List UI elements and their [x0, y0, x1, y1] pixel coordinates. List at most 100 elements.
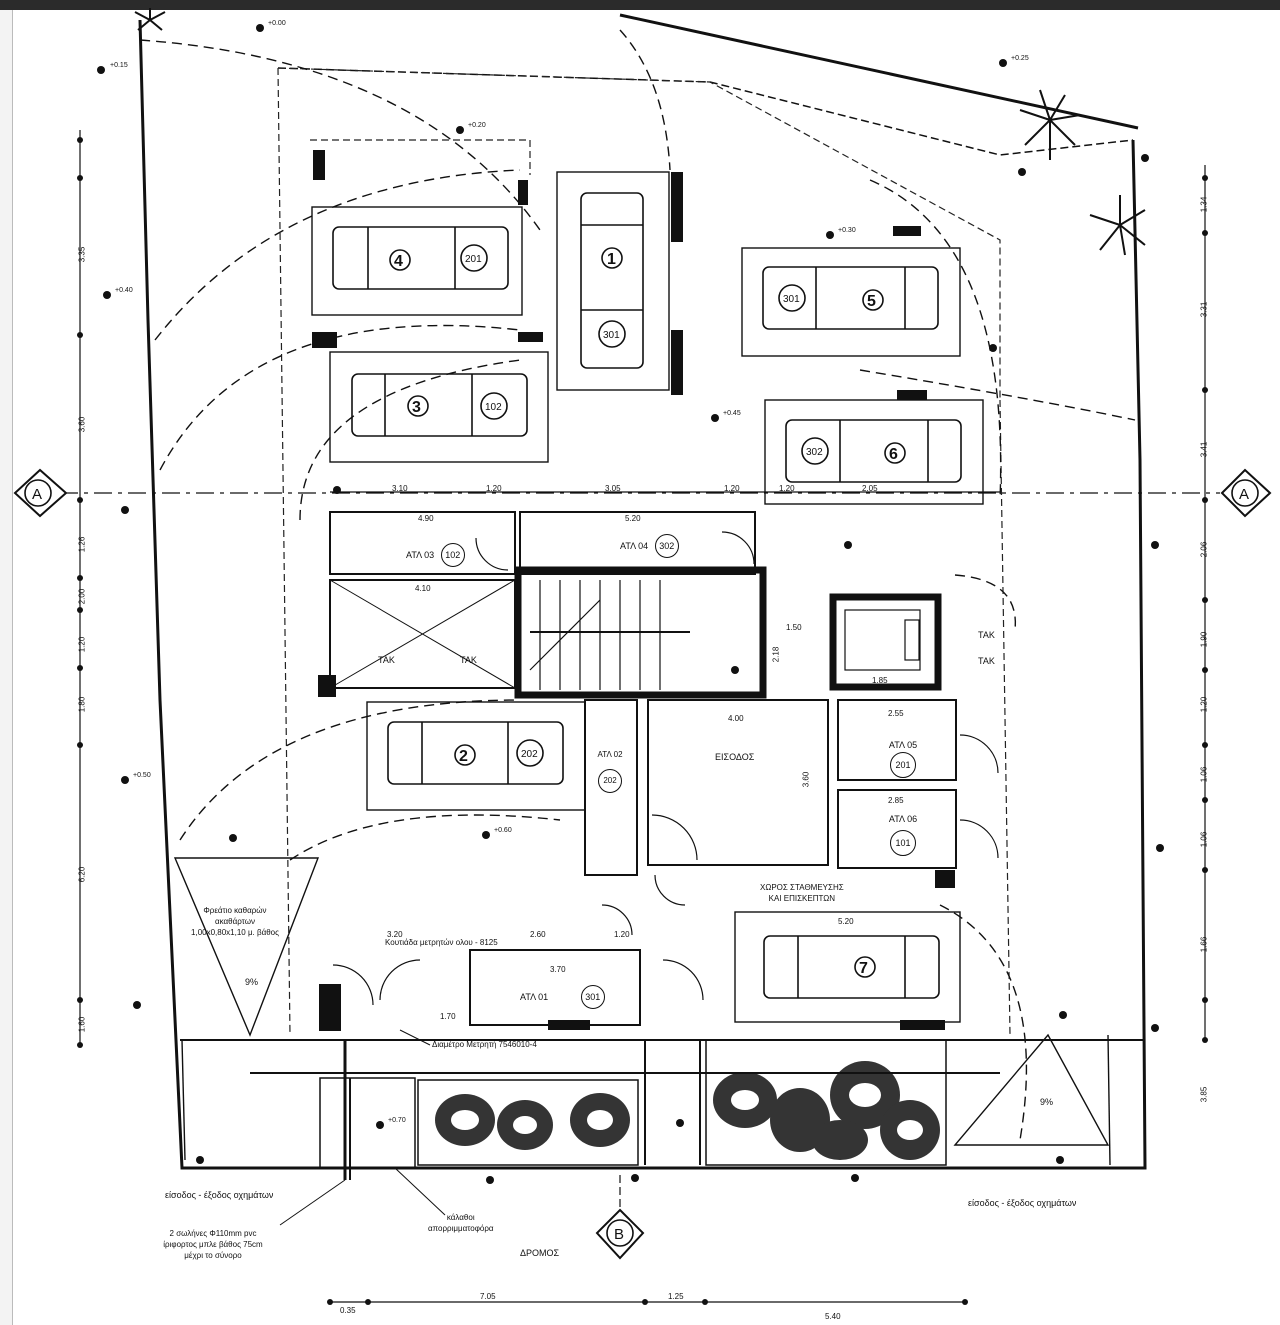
- section-b-label: B: [614, 1226, 624, 1243]
- plot-boundary: [138, 13, 1147, 1170]
- dim-right-5: 1.90: [1199, 631, 1209, 648]
- room-atl06-code: 101: [890, 830, 916, 856]
- dim-mid-3: 4.10: [415, 584, 431, 593]
- dim-top-1: 3.10: [392, 484, 408, 493]
- car-4: [332, 226, 509, 290]
- dim-left-1: 3.35: [77, 246, 87, 263]
- section-line-b: [595, 1175, 645, 1260]
- dim-bottom-4: 5.40: [825, 1312, 841, 1321]
- ramp-left-slope: 9%: [245, 977, 258, 987]
- shrubs: [435, 1061, 940, 1160]
- pipes-line-1: 2 σωλήνες Φ110mm pvc: [169, 1229, 257, 1238]
- bins-line-1: κάλαθοι: [446, 1213, 475, 1222]
- dim-right-2: 3.31: [1199, 301, 1209, 318]
- dim-left-5: 1.20: [77, 636, 87, 653]
- car-3-number: 3: [412, 399, 421, 416]
- dim-mid-7: 4.00: [728, 714, 744, 723]
- car-6-code: 302: [806, 447, 823, 458]
- room-atl05-code: 201: [890, 752, 916, 778]
- palm-trees: [134, 8, 1146, 256]
- room-atl06-label: ΑΤΛ 06: [888, 814, 918, 824]
- waste-pit-line-3: 1,00x0,80x1,10 μ. βάθος: [191, 928, 279, 937]
- level-markers: [97, 24, 1164, 1184]
- dim-left-4: 2.00: [77, 588, 87, 605]
- car-5: [762, 266, 939, 330]
- pipes-note: 2 σωλήνες Φ110mm pvc ίριφορτος μπλε βάθο…: [148, 1228, 278, 1261]
- dim-mid-11: 3.20: [387, 930, 403, 939]
- car-4-code: 201: [465, 254, 482, 265]
- level-3: +0.20: [468, 122, 486, 129]
- room-atl05: ΑΤΛ 05 201: [880, 740, 926, 778]
- level-1: +0.00: [268, 20, 286, 27]
- dim-mid-9: 2.85: [888, 796, 904, 805]
- room-atl05-label: ΑΤΛ 05: [888, 740, 918, 750]
- level-2: +0.15: [110, 62, 128, 69]
- level-5: +0.30: [838, 227, 856, 234]
- dim-mid-2: 5.20: [625, 514, 641, 523]
- room-atl02-code: 202: [598, 769, 622, 793]
- room-entrance: ΕΙΣΟΔΟΣ: [715, 752, 755, 762]
- car-6: [785, 419, 962, 483]
- pipes-line-2: ίριφορτος μπλε βάθος 75cm: [163, 1240, 263, 1249]
- car-5-number: 5: [867, 293, 876, 310]
- leader-lines: [279, 1029, 446, 1226]
- dim-right-3: 3.41: [1199, 441, 1209, 458]
- meter-diameter-note: Διαμέτρο Μετρητή 7546010-4: [432, 1040, 537, 1049]
- dim-top-4: 1.20: [724, 484, 740, 493]
- dim-right-7: 1.06: [1199, 766, 1209, 783]
- dim-right-8: 1.06: [1199, 831, 1209, 848]
- shrub-highlights: [451, 1083, 923, 1140]
- vehicle-exit-right: είσοδος - έξοδος οχημάτων: [968, 1198, 1077, 1208]
- tak-tag-2: ΤΑΚ: [460, 655, 477, 665]
- tak-tag-3: ΤΑΚ: [978, 630, 995, 640]
- ramps: [173, 857, 1111, 1166]
- waste-pit-note: Φρεάτιο καθαρών ακαθάρτων 1,00x0,80x1,10…: [160, 905, 310, 938]
- structural-columns: [312, 150, 955, 1030]
- level-4: +0.25: [1011, 55, 1029, 62]
- tak-tag-1: ΤΑΚ: [378, 655, 395, 665]
- dim-mid-4: 1.50: [786, 623, 802, 632]
- visitor-line-2: ΚΑΙ ΕΠΙΣΚΕΠΤΩΝ: [768, 894, 836, 903]
- car-1-number: 1: [607, 251, 616, 268]
- dim-mid-5: 2.18: [771, 646, 781, 663]
- car-4-number: 4: [394, 253, 403, 270]
- lift-core: [829, 593, 942, 691]
- building-walls: [319, 511, 957, 1031]
- visitor-parking-note: ΧΩΡΟΣ ΣΤΑΘΜΕΥΣΗΣ ΚΑΙ ΕΠΙΣΚΕΠΤΩΝ: [760, 882, 844, 904]
- dim-left-6: 1.80: [77, 696, 87, 713]
- room-atl01: ΑΤΛ 01 301: [520, 985, 605, 1009]
- building-outline: [277, 67, 1011, 1036]
- dim-mid-16: 1.20: [614, 930, 630, 939]
- car-7: [763, 935, 940, 999]
- visitor-line-1: ΧΩΡΟΣ ΣΤΑΘΜΕΥΣΗΣ: [760, 883, 844, 892]
- car-6-number: 6: [889, 446, 898, 463]
- dim-left-8: 1.60: [77, 1016, 87, 1033]
- road-label: ΔΡΟΜΟΣ: [520, 1248, 560, 1258]
- level-6: +0.40: [115, 287, 133, 294]
- room-atl03-label: ΑΤΛ 03: [406, 550, 435, 560]
- dim-left-2: 3.60: [77, 416, 87, 433]
- dim-right-6: 1.20: [1199, 696, 1209, 713]
- room-atl01-label: ΑΤΛ 01: [520, 992, 549, 1002]
- stair-core: [514, 566, 767, 699]
- street-edge: [180, 1039, 1145, 1180]
- dim-mid-14: 3.70: [550, 965, 566, 974]
- level-9: +0.60: [494, 827, 512, 834]
- dim-mid-8: 2.55: [888, 709, 904, 718]
- dim-right-1: 1.34: [1199, 196, 1209, 213]
- dimension-ticks: [77, 137, 1208, 1305]
- car-2: [387, 721, 564, 785]
- dim-left-3: 1.26: [77, 536, 87, 553]
- level-8: +0.50: [133, 772, 151, 779]
- dim-bottom-3: 1.25: [668, 1292, 684, 1301]
- dim-bottom-2: 7.05: [480, 1292, 496, 1301]
- ramp-right-slope: 9%: [1040, 1097, 1053, 1107]
- dim-mid-17: 5.20: [838, 917, 854, 926]
- section-a-left-label: A: [32, 486, 42, 503]
- dim-left-7: 6.20: [77, 866, 87, 883]
- level-7: +0.45: [723, 410, 741, 417]
- dim-mid-15: 1.70: [440, 1012, 456, 1021]
- dim-bottom-1: 0.35: [340, 1306, 356, 1315]
- dim-top-2: 1.20: [486, 484, 502, 493]
- room-atl02: ΑΤΛ 02 202: [592, 750, 628, 793]
